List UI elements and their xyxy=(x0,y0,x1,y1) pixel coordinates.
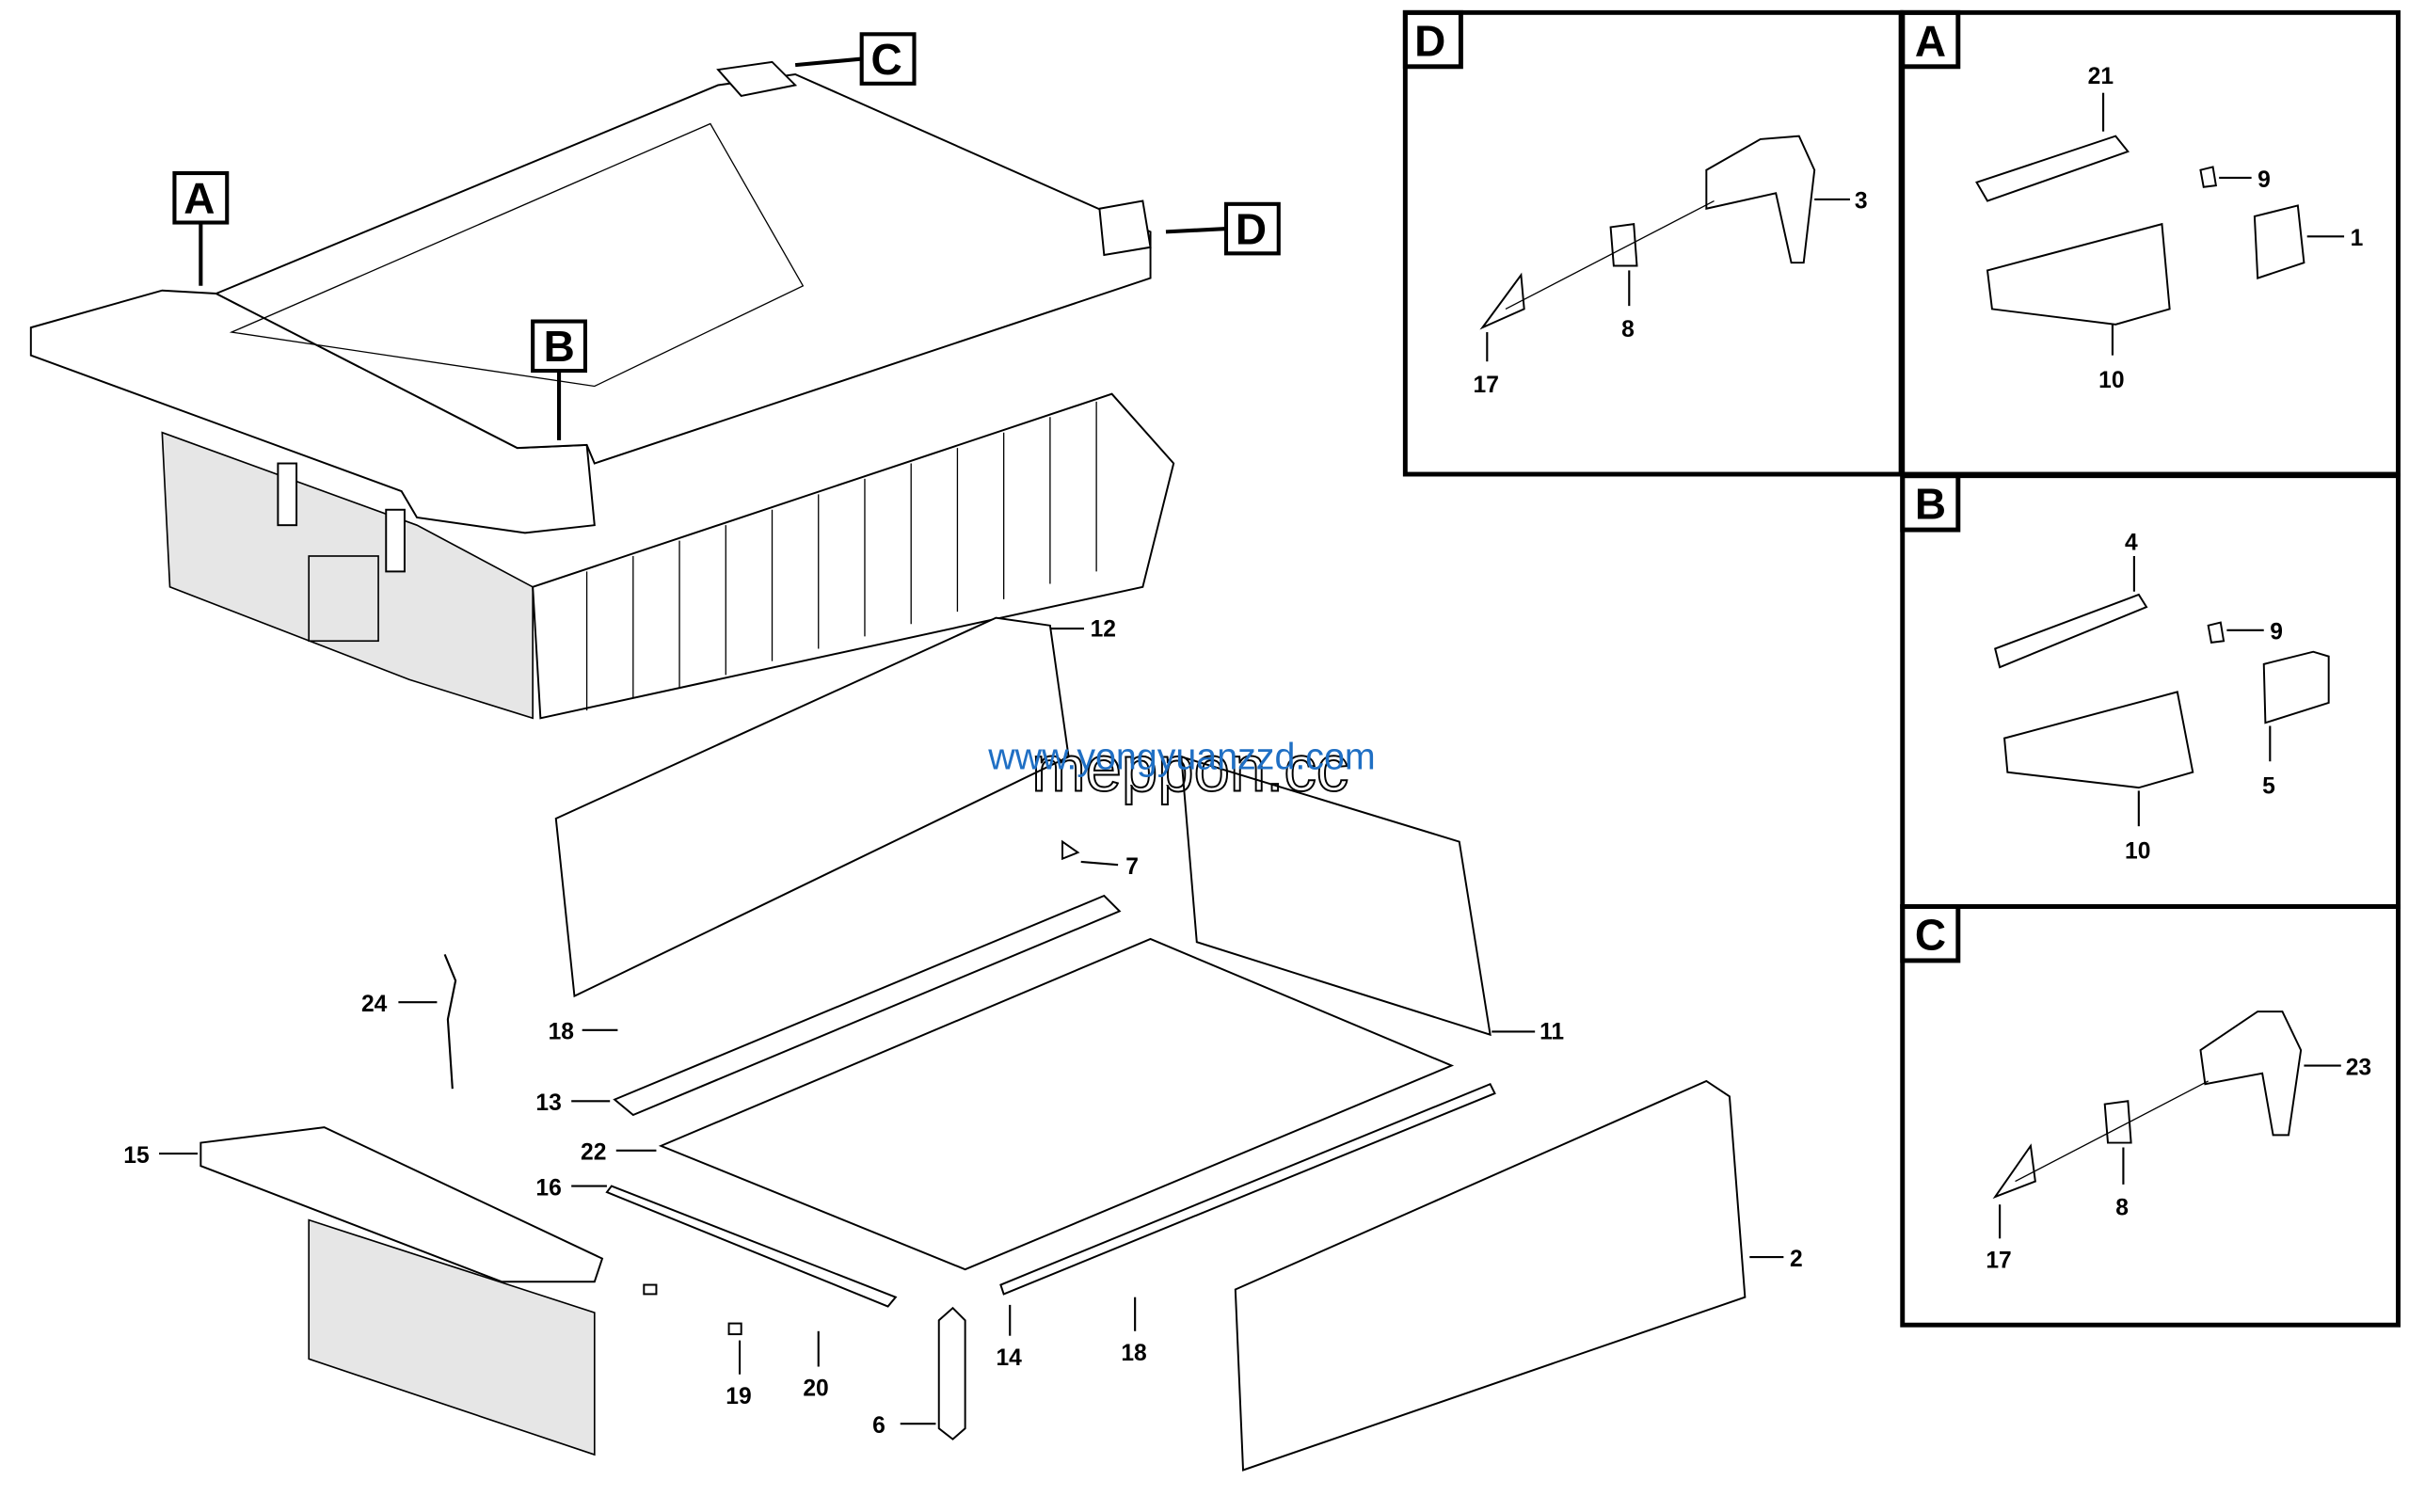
inset-A-tag: A xyxy=(1915,16,1946,65)
inset-A: A 21 9 1 10 xyxy=(1900,9,2401,477)
part-label-24: 24 xyxy=(361,992,388,1017)
inset-C-label-23: 23 xyxy=(2346,1055,2371,1080)
inset-A-label-10: 10 xyxy=(2098,368,2124,393)
inset-A-label-1: 1 xyxy=(2351,226,2364,251)
part-label-2: 2 xyxy=(1790,1247,1803,1272)
inset-B-label-10: 10 xyxy=(2125,839,2150,865)
part-label-14: 14 xyxy=(996,1345,1022,1371)
part-label-11: 11 xyxy=(1540,1020,1564,1045)
inset-D: D 3 8 17 xyxy=(1402,9,1904,477)
callout-B-label: B xyxy=(544,322,575,371)
part-label-18: 18 xyxy=(549,1020,574,1045)
part-label-20: 20 xyxy=(803,1377,828,1402)
watermark-url: www.yongyuanzzd.com xyxy=(987,736,1375,777)
part-label-18b: 18 xyxy=(1121,1341,1146,1366)
part-label-12: 12 xyxy=(1091,616,1116,642)
callout-D-label: D xyxy=(1236,205,1267,254)
inset-C-label-8: 8 xyxy=(2115,1196,2129,1221)
inset-B-label-4: 4 xyxy=(2125,530,2138,555)
inset-A-label-9: 9 xyxy=(2257,167,2271,193)
part-label-6: 6 xyxy=(872,1413,885,1439)
callout-B[interactable]: B xyxy=(531,319,587,440)
inset-C-label-17: 17 xyxy=(1986,1249,2011,1274)
inset-D-tag: D xyxy=(1414,16,1445,65)
inset-B: B 4 9 5 10 xyxy=(1900,473,2401,909)
part-label-7: 7 xyxy=(1125,854,1139,880)
watermark-outline: meppon.cc xyxy=(1031,732,1348,804)
main-part-labels: 12 7 11 24 18 13 22 15 16 2 14 18 19 20 … xyxy=(123,616,1802,1439)
inset-A-label-21: 21 xyxy=(2088,64,2114,89)
part-label-13: 13 xyxy=(535,1090,561,1116)
part-label-19: 19 xyxy=(726,1384,751,1409)
inset-C: C 23 8 17 xyxy=(1900,904,2401,1328)
part-label-16: 16 xyxy=(535,1175,561,1201)
inset-B-label-5: 5 xyxy=(2262,774,2275,800)
inset-D-label-17: 17 xyxy=(1474,373,1499,398)
inset-D-label-8: 8 xyxy=(1621,317,1635,342)
inset-B-tag: B xyxy=(1915,480,1946,529)
assembled-dump-body xyxy=(29,60,1175,720)
callout-C-label: C xyxy=(871,35,902,84)
callout-C[interactable]: C xyxy=(794,32,917,86)
callout-A-label: A xyxy=(183,174,215,223)
inset-D-label-3: 3 xyxy=(1855,189,1868,215)
part-label-15: 15 xyxy=(123,1143,149,1169)
callout-D[interactable]: D xyxy=(1165,201,1281,256)
exploded-parts xyxy=(199,616,1747,1472)
callout-A[interactable]: A xyxy=(172,170,230,286)
inset-B-label-9: 9 xyxy=(2270,620,2283,645)
part-label-22: 22 xyxy=(581,1140,606,1166)
inset-C-tag: C xyxy=(1915,910,1946,959)
